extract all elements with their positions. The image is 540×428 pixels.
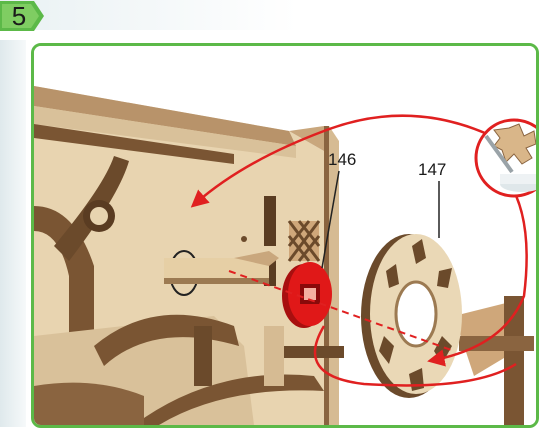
step-badge: 5 — [0, 1, 46, 31]
glue-bottle-icon — [476, 120, 536, 196]
label-part-146: 146 — [328, 150, 356, 170]
step-number: 5 — [6, 1, 32, 31]
illustration-frame — [31, 43, 539, 428]
assembly-illustration — [34, 46, 536, 425]
page-left-margin — [0, 40, 26, 427]
header-strip — [0, 0, 540, 30]
label-part-147: 147 — [418, 160, 446, 180]
